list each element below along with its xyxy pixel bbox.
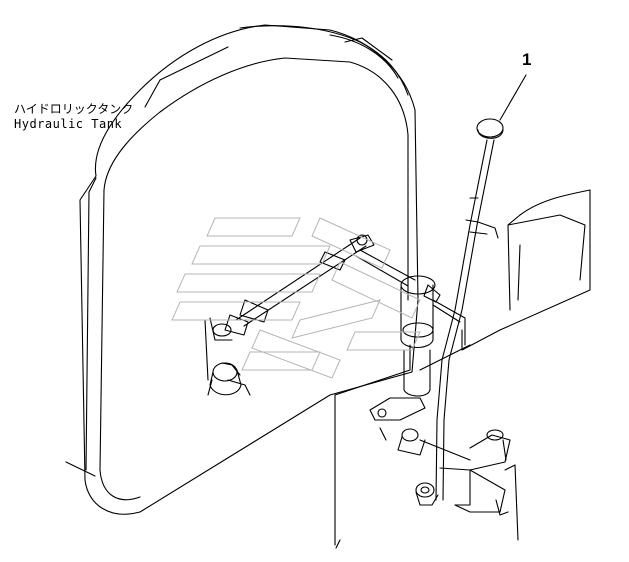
- hydraulic-tank: [66, 25, 418, 514]
- frame-block: [335, 190, 590, 548]
- lever-knob: [477, 119, 503, 137]
- lower-link: [398, 429, 510, 515]
- part-callout-number: 1: [522, 50, 532, 69]
- cable-end-clamp: [208, 363, 250, 395]
- control-lever: [416, 75, 526, 512]
- linkage-rod: [205, 235, 415, 380]
- tank-label-japanese: ハイドロリックタンク: [14, 102, 134, 116]
- tank-label-english: Hydraulic Tank: [14, 117, 123, 131]
- watermark: [172, 218, 420, 378]
